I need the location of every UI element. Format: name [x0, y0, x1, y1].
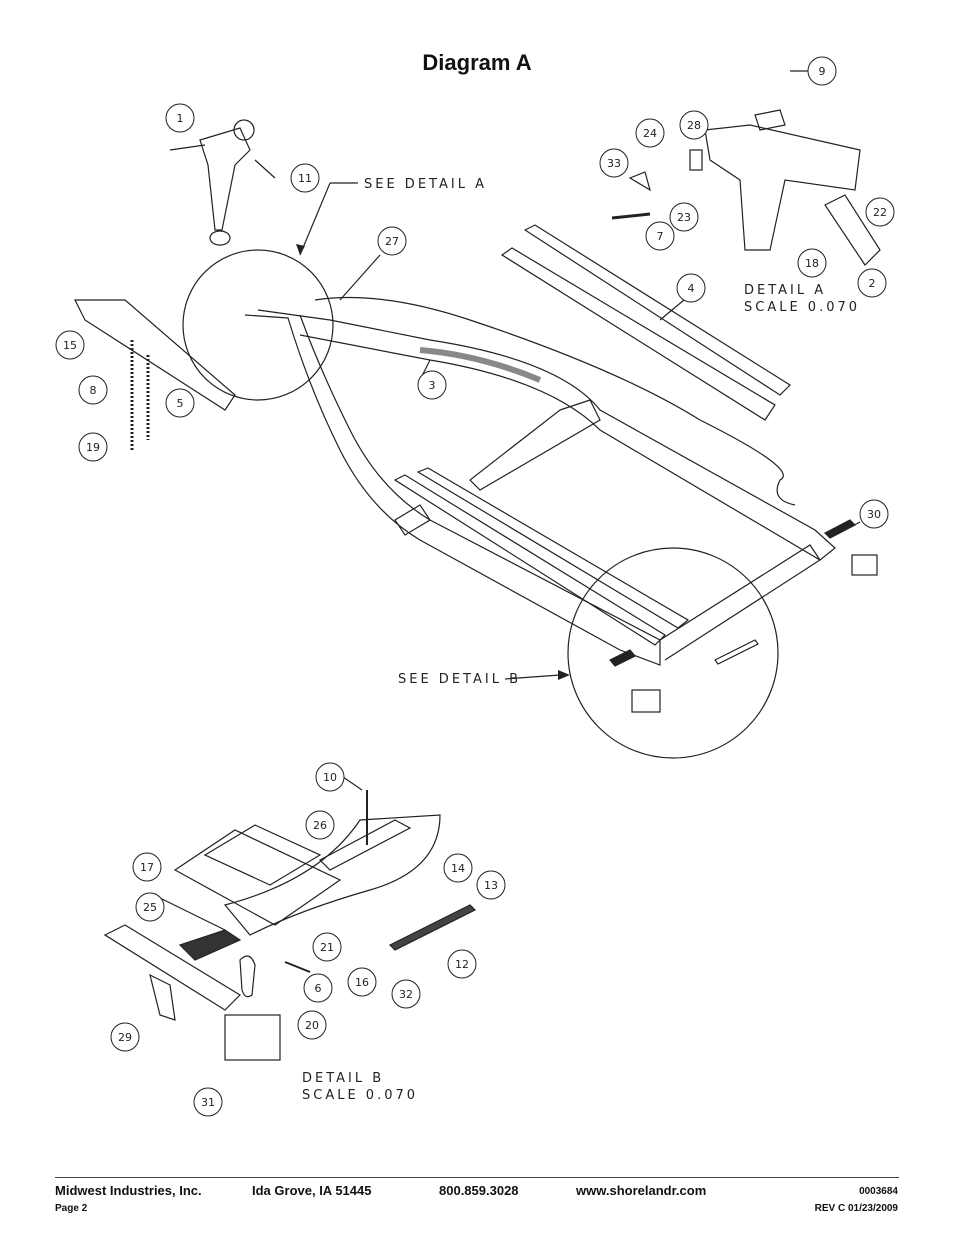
callout-19: 19 [86, 441, 100, 454]
callout-24: 24 [643, 127, 657, 140]
cross-member-rear [659, 544, 821, 661]
footer-page: Page 2 [55, 1203, 88, 1214]
callout-1: 1 [177, 112, 184, 125]
callout-21: 21 [320, 941, 334, 954]
detail-b-circle [567, 547, 779, 759]
callout-33: 33 [607, 157, 621, 170]
see-detail-b-caption: SEE DETAIL B [398, 672, 521, 687]
diagram-title: Diagram A [422, 50, 532, 75]
detail-b-pad-26 [319, 819, 412, 871]
callout-17: 17 [140, 861, 154, 874]
callout-9: 9 [819, 65, 826, 78]
detail-b-bolt-6 [284, 961, 311, 973]
detail-b-rail [223, 814, 441, 936]
detail-a-plate [824, 194, 881, 266]
tongue [74, 299, 236, 411]
detail-b-guide-32 [388, 904, 477, 951]
detail-a-bumper [628, 171, 651, 192]
bunk-board-upper-1 [523, 224, 791, 396]
detail-b-guide [714, 639, 759, 665]
callout-14: 14 [451, 862, 465, 875]
callout-12: 12 [455, 958, 469, 971]
callout-15: 15 [63, 339, 77, 352]
wire-harness [314, 296, 796, 506]
footer-website: www.shorelandr.com [576, 1183, 707, 1198]
callout-6: 6 [315, 982, 322, 995]
bunk-board-lower-2 [416, 467, 690, 629]
callout-4: 4 [688, 282, 695, 295]
cross-member-mid [394, 504, 431, 536]
detail-a-scale: SCALE 0.070 [744, 300, 860, 315]
detail-b-light-20 [239, 955, 256, 998]
detail-b-block-31 [224, 1014, 281, 1061]
tail-block [851, 554, 878, 576]
detail-a-bracket [704, 124, 861, 251]
detail-a-circle [182, 249, 334, 401]
tail-step-pad [823, 519, 857, 539]
winch-stand [199, 127, 251, 231]
detail-a-caption: DETAIL A [744, 283, 826, 298]
callout-31: 31 [201, 1096, 215, 1109]
callout-2: 2 [869, 277, 876, 290]
detail-b-bunk-2 [203, 824, 322, 886]
callout-10: 10 [323, 771, 337, 784]
callout-7: 7 [657, 230, 664, 243]
detail-b-caption: DETAIL B [302, 1071, 384, 1086]
callout-5: 5 [177, 397, 184, 410]
frame-right-rail [257, 309, 836, 561]
detail-b-bracket-29 [149, 973, 176, 1021]
detail-b-block-main [631, 689, 661, 713]
detail-a-tag [689, 149, 703, 171]
footer-company: Midwest Industries, Inc. [55, 1183, 202, 1198]
detail-a-bolt [611, 212, 651, 220]
callout-8: 8 [90, 384, 97, 397]
bunk-board-upper-2 [500, 247, 776, 421]
detail-b-step-pad [609, 649, 636, 667]
detail-b-scale: SCALE 0.070 [302, 1088, 418, 1103]
footer-city: Ida Grove, IA 51445 [252, 1183, 372, 1198]
footer-phone: 800.859.3028 [439, 1183, 519, 1198]
cross-member-front [469, 399, 601, 491]
callout-29: 29 [118, 1031, 132, 1044]
callout-27: 27 [385, 235, 399, 248]
see-detail-a-caption: SEE DETAIL A [364, 177, 487, 192]
footer-rule [55, 1177, 899, 1178]
callout-26: 26 [313, 819, 327, 832]
callout-30: 30 [867, 508, 881, 521]
frame-left-rail [244, 314, 661, 666]
callout-3: 3 [429, 379, 436, 392]
rail-slot [419, 347, 542, 383]
detail-b-bunk-1 [173, 829, 342, 926]
trailer-exploded-diagram: 1 11 9 24 28 33 23 7 22 18 2 27 4 15 8 5… [55, 56, 895, 1117]
callout-25: 25 [143, 901, 157, 914]
callout-32: 32 [399, 988, 413, 1001]
callout-16: 16 [355, 976, 369, 989]
callout-11: 11 [298, 172, 312, 185]
footer-revision: REV C 01/23/2009 [814, 1203, 898, 1214]
callout-23: 23 [677, 211, 691, 224]
footer-doc-number: 0003684 [859, 1186, 898, 1197]
bunk-board-lower-1 [393, 474, 666, 646]
callout-18: 18 [805, 257, 819, 270]
callout-22: 22 [873, 206, 887, 219]
callout-13: 13 [484, 879, 498, 892]
callout-28: 28 [687, 119, 701, 132]
detail-a-pad [754, 109, 786, 131]
detail-b-crossbar [103, 924, 241, 1011]
detail-b-step-25 [178, 929, 242, 961]
callout-20: 20 [305, 1019, 319, 1032]
